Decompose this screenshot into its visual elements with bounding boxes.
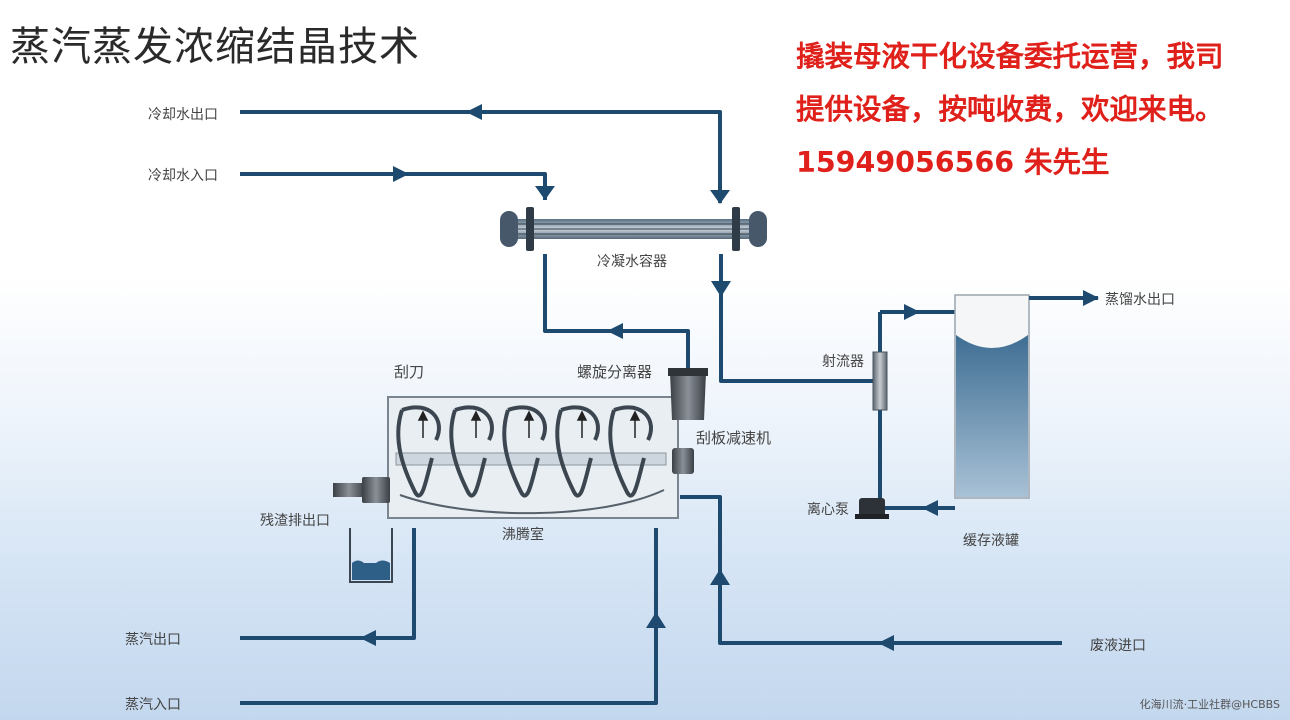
arrow-left-icon	[360, 630, 376, 646]
page-title: 蒸汽蒸发浓缩结晶技术	[10, 24, 420, 70]
label-scraper-reducer: 刮板减速机	[696, 429, 772, 447]
pipe-waste-liquid-in	[680, 495, 1062, 651]
condenser-exchanger	[500, 207, 767, 251]
arrow-up-icon	[646, 612, 666, 628]
arrow-left-icon	[607, 323, 623, 339]
arrow-left-icon	[922, 500, 938, 516]
label-centrifugal-pump: 离心泵	[807, 502, 849, 518]
arrow-down-icon	[535, 186, 555, 200]
service-notice: 撬装母液干化设备委托运营，我司 提供设备，按吨收费，欢迎来电。 15949056…	[796, 30, 1286, 189]
notice-line-2: 提供设备，按吨收费，欢迎来电。	[796, 93, 1224, 126]
watermark-footer: 化海川流·工业社群@HCBBS	[1139, 698, 1280, 711]
pipe-ejector-loop	[878, 304, 955, 516]
arrow-right-icon	[904, 304, 920, 320]
buffer-tank	[954, 290, 1099, 499]
label-residue-outlet: 残渣排出口	[260, 513, 330, 529]
label-scraper: 刮刀	[394, 363, 425, 381]
centrifugal-pump	[855, 498, 889, 519]
scraper-reducer-motor	[672, 448, 694, 474]
residue-vessel	[349, 528, 393, 583]
label-distilled-water-out: 蒸馏水出口	[1105, 292, 1175, 308]
arrow-left-icon	[878, 635, 894, 651]
label-condenser: 冷凝水容器	[597, 254, 667, 270]
arrow-right-icon	[1083, 290, 1099, 306]
label-waste-liquid-in: 废液进口	[1090, 638, 1146, 654]
notice-line-1: 撬装母液干化设备委托运营，我司	[796, 40, 1224, 73]
screw-separator	[668, 368, 708, 420]
evaporator-body	[387, 396, 679, 519]
pipe-steam-in	[240, 528, 666, 705]
label-cooling-water-out: 冷却水出口	[148, 107, 218, 123]
pipe-vapor-to-condenser	[543, 254, 690, 370]
arrow-up-icon	[710, 569, 730, 585]
label-cooling-water-in: 冷却水入口	[148, 168, 218, 184]
notice-line-3: 15949056566 朱先生	[796, 146, 1110, 179]
arrow-left-icon	[466, 104, 482, 120]
label-screw-separator: 螺旋分离器	[577, 363, 653, 381]
label-ejector: 射流器	[822, 354, 864, 370]
label-boiling-chamber: 沸腾室	[502, 527, 544, 543]
pipe-condensate-to-ejector	[711, 254, 878, 383]
residue-outlet-nozzle	[333, 477, 390, 503]
label-steam-out: 蒸汽出口	[125, 632, 181, 648]
pipe-cooling-water-in	[240, 166, 555, 200]
arrow-down-icon	[711, 281, 731, 297]
label-buffer-tank: 缓存液罐	[963, 533, 1019, 549]
label-steam-in: 蒸汽入口	[125, 697, 181, 713]
arrow-down-icon	[710, 190, 730, 204]
arrow-right-icon	[393, 166, 409, 182]
pipe-cooling-water-out	[240, 104, 730, 204]
ejector-device	[872, 351, 888, 411]
pipe-steam-out	[240, 528, 416, 646]
